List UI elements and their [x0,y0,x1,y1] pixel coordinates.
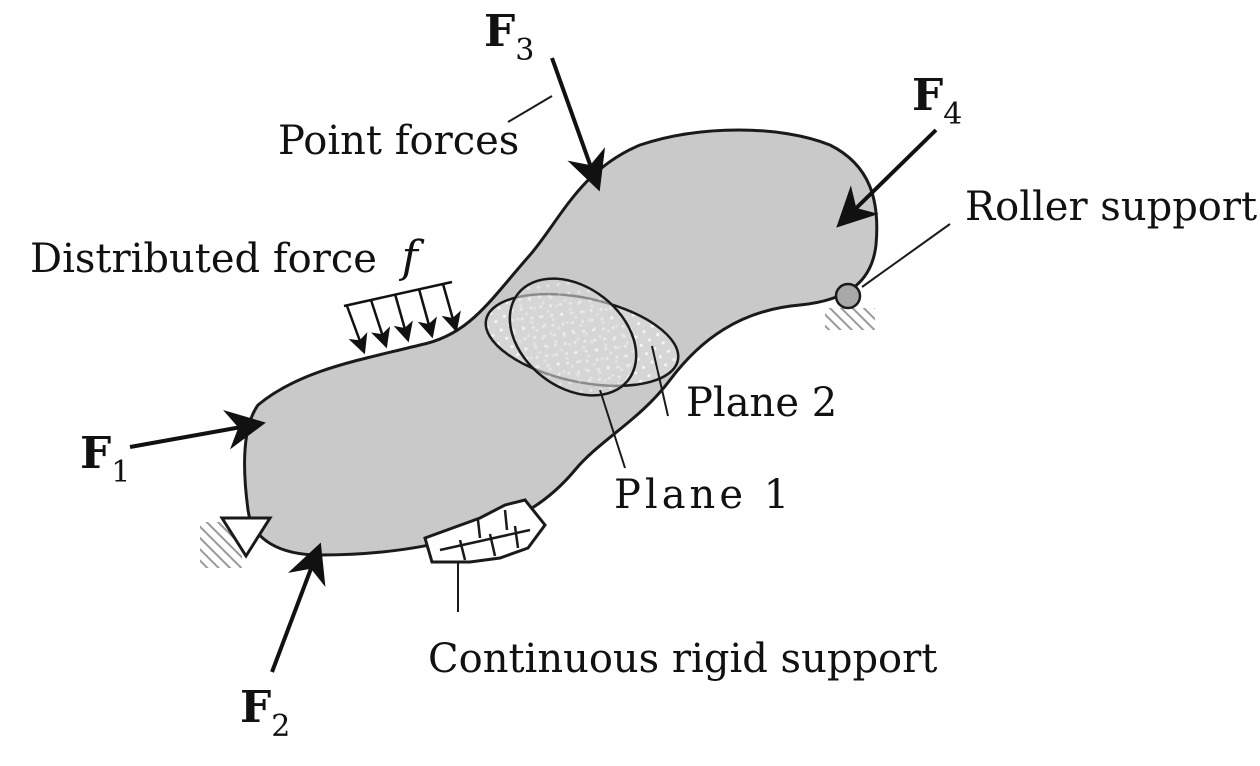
leader-lines [507,95,951,469]
roller-circle [834,282,862,310]
force-f3-arrow [550,57,606,192]
roller-support [825,282,875,330]
plane-1-section [508,277,638,397]
plane-2-leader [651,345,669,417]
force-f3-label: F3 [484,6,534,68]
distributed-force-symbol: f [399,232,425,283]
point-forces-leader [507,95,553,123]
roller-ground-hatch [825,308,875,330]
distributed-force-arrows [343,280,461,355]
distributed-force-label: Distributed force f [30,232,425,283]
plane-1-leader [599,389,626,469]
force-f4-label: F4 [912,70,962,132]
force-f2-label: F2 [240,682,290,744]
point-force-arrows [129,57,938,673]
continuous-rigid-support [423,498,547,612]
point-forces-label: Point forces [278,118,519,164]
plane-1-label: Plane 1 [614,472,793,518]
force-f4-arrow [836,128,938,228]
roller-support-label: Roller support [965,184,1257,230]
roller-support-leader [861,223,951,288]
force-f1-arrow [129,409,266,450]
pin-triangle [219,516,273,559]
pin-support [200,516,273,568]
plane-2-label: Plane 2 [686,380,837,426]
continuous-rigid-support-label: Continuous rigid support [428,636,937,682]
force-f2-arrow [270,542,326,673]
force-f1-label: F1 [80,428,130,490]
section-planes [484,277,680,397]
